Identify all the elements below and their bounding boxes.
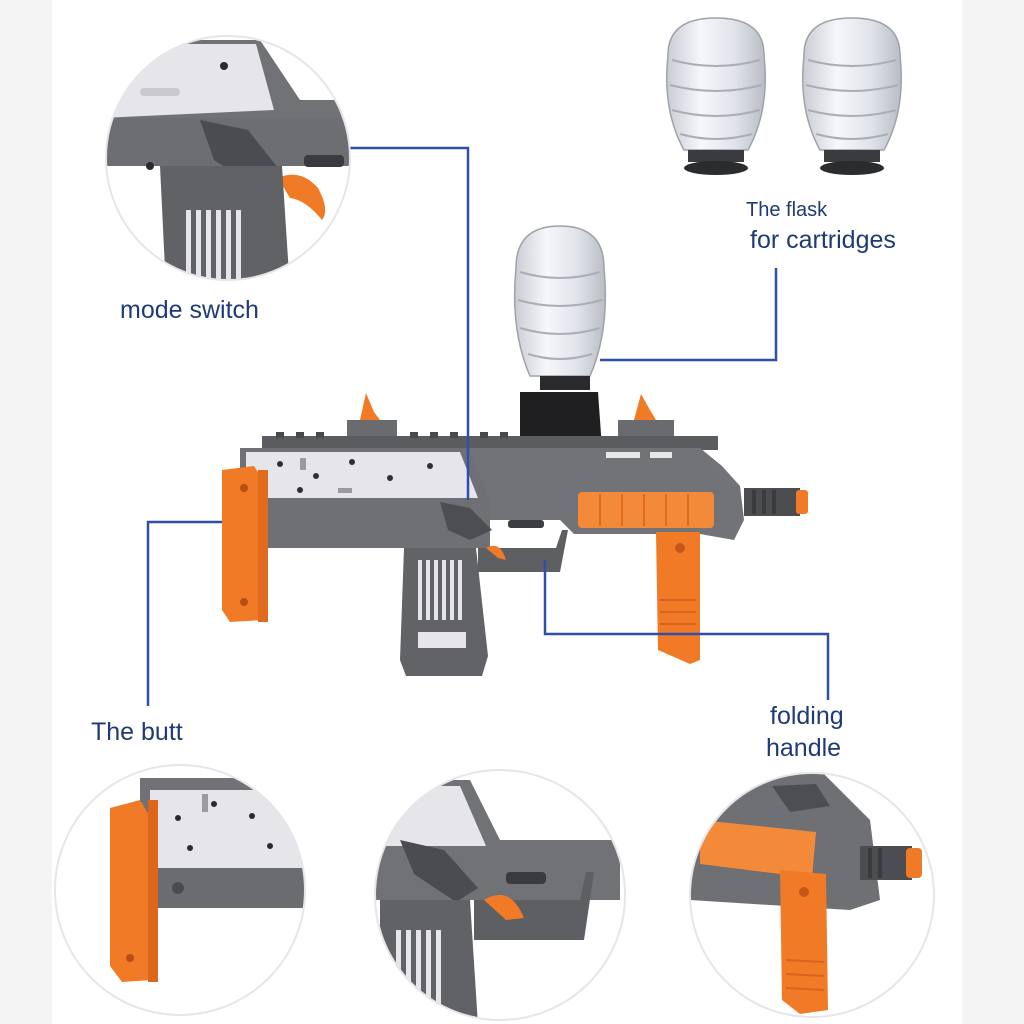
- flask-image: [665, 17, 767, 175]
- label-flask-line1: The flask: [746, 199, 828, 221]
- hopper-flask: [513, 225, 607, 448]
- zoom-circle-trigger: [374, 769, 626, 1021]
- label-mode-switch: mode switch: [120, 296, 259, 324]
- label-flask-line2: for cartridges: [750, 226, 896, 254]
- label-handle-line2: handle: [766, 734, 842, 762]
- gel-blaster-main: [222, 225, 808, 676]
- callout-lines: [146, 146, 830, 706]
- zoom-circle-mode-switch: [105, 35, 351, 281]
- zoom-circle-butt: [54, 764, 306, 1016]
- zoom-circle-folding-handle: [689, 772, 935, 1018]
- flask-pair: [665, 17, 903, 175]
- label-butt: The butt: [91, 718, 183, 746]
- flask-image: [801, 17, 903, 175]
- label-handle-line1: folding: [770, 702, 844, 730]
